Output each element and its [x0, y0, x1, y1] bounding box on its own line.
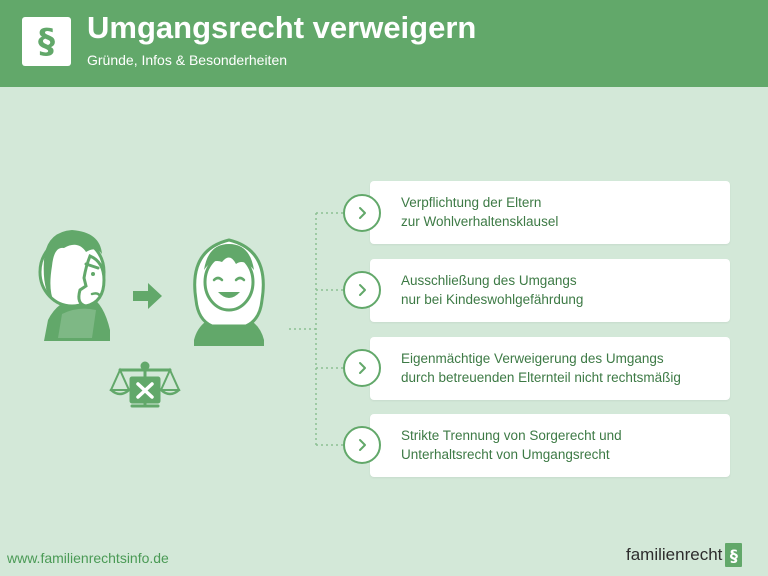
point-1-line-1: Verpflichtung der Eltern: [401, 195, 542, 210]
point-1-line-2: zur Wohlverhaltensklausel: [401, 214, 559, 229]
smiling-child-icon: [193, 238, 265, 346]
point-card-1: Verpflichtung der Eltern zur Wohlverhalt…: [370, 181, 730, 244]
paragraph-icon: §: [725, 543, 743, 567]
paragraph-logo: §: [22, 17, 71, 66]
chevron-right-icon: [343, 194, 381, 232]
arrow-right-icon: [133, 283, 162, 309]
point-4-line-2: Unterhaltsrecht von Umgangsrecht: [401, 447, 610, 462]
point-4-line-1: Strikte Trennung von Sorgerecht und: [401, 428, 622, 443]
chevron-right-icon: [343, 349, 381, 387]
brand-logo: familienrecht §: [626, 540, 743, 570]
point-card-2: Ausschließung des Umgangs nur bei Kindes…: [370, 259, 730, 322]
point-card-3: Eigenmächtige Verweigerung des Umgangs d…: [370, 337, 730, 400]
point-card-4: Strikte Trennung von Sorgerecht und Unte…: [370, 414, 730, 477]
point-3-line-1: Eigenmächtige Verweigerung des Umgangs: [401, 351, 664, 366]
website-link[interactable]: www.familienrechtsinfo.de: [7, 550, 169, 566]
point-3-line-2: durch betreuenden Elternteil nicht recht…: [401, 370, 681, 385]
angry-woman-icon: [38, 230, 110, 341]
header-banner: § Umgangsrecht verweigern Gründe, Infos …: [0, 0, 768, 87]
paragraph-icon: §: [38, 21, 55, 62]
dotted-connector: [289, 212, 344, 446]
chevron-right-icon: [343, 426, 381, 464]
scales-with-x-icon: [109, 361, 181, 408]
page-title: Umgangsrecht verweigern: [87, 10, 477, 45]
brand-name: familienrecht: [626, 545, 723, 564]
point-2-line-1: Ausschließung des Umgangs: [401, 273, 577, 288]
point-2-line-2: nur bei Kindeswohlgefährdung: [401, 292, 584, 307]
chevron-right-icon: [343, 271, 381, 309]
page-subtitle: Gründe, Infos & Besonderheiten: [87, 52, 288, 68]
